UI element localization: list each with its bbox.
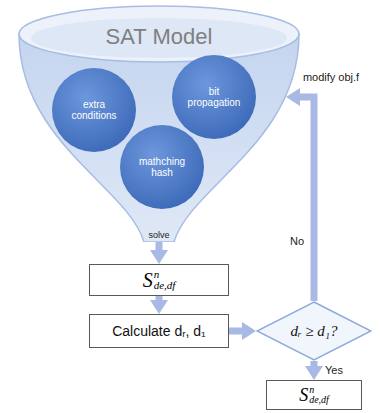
box-content: Calculate dᵣ, d₁: [112, 323, 206, 339]
superscript: n: [154, 269, 176, 280]
math-symbol: S: [143, 270, 153, 290]
flow-arrow: [229, 328, 242, 335]
index-stack: nde,df: [154, 269, 176, 291]
subscript: de,df: [309, 395, 329, 405]
flow-arrow: [156, 242, 163, 250]
math-symbol: S: [299, 386, 308, 404]
title-holder: SAT Model: [14, 24, 304, 50]
circle-label: extra conditions: [62, 99, 126, 122]
funnel-shape: SAT Model extra conditions bit propagation…: [14, 2, 304, 242]
method-circle: extra conditions: [52, 68, 136, 152]
circle-label: bit propagation: [182, 86, 246, 109]
result-box: Snde,df: [266, 380, 362, 410]
decision-text: dᵣ ≥ d₁?: [290, 323, 337, 340]
note-label: modify obj.f: [301, 71, 361, 84]
decision-diamond: dᵣ ≥ d₁?: [256, 301, 372, 361]
index-stack: nde,df: [309, 385, 329, 405]
process-box: Calculate dᵣ, d₁: [89, 314, 229, 348]
subscript: de,df: [154, 280, 176, 291]
decision-content: dᵣ ≥ d₁?: [290, 323, 337, 340]
flow-arrow: [156, 296, 163, 300]
edge-label: No: [288, 235, 306, 248]
edge-label: solve: [146, 230, 171, 240]
edge-label: Yes: [323, 364, 345, 377]
superscript: n: [309, 385, 329, 395]
method-circle: bit propagation: [172, 55, 256, 139]
box-content: Snde,df: [299, 385, 329, 405]
model-title: SAT Model: [14, 24, 304, 50]
result-box: Snde,df: [89, 264, 229, 296]
circle-label: mathching hash: [130, 156, 194, 179]
box-content: Snde,df: [143, 269, 176, 291]
process-text: Calculate dᵣ, d₁: [112, 323, 206, 339]
flow-arrow: [311, 361, 318, 366]
flow-arrow: [300, 97, 314, 301]
method-circle: mathching hash: [120, 125, 204, 209]
